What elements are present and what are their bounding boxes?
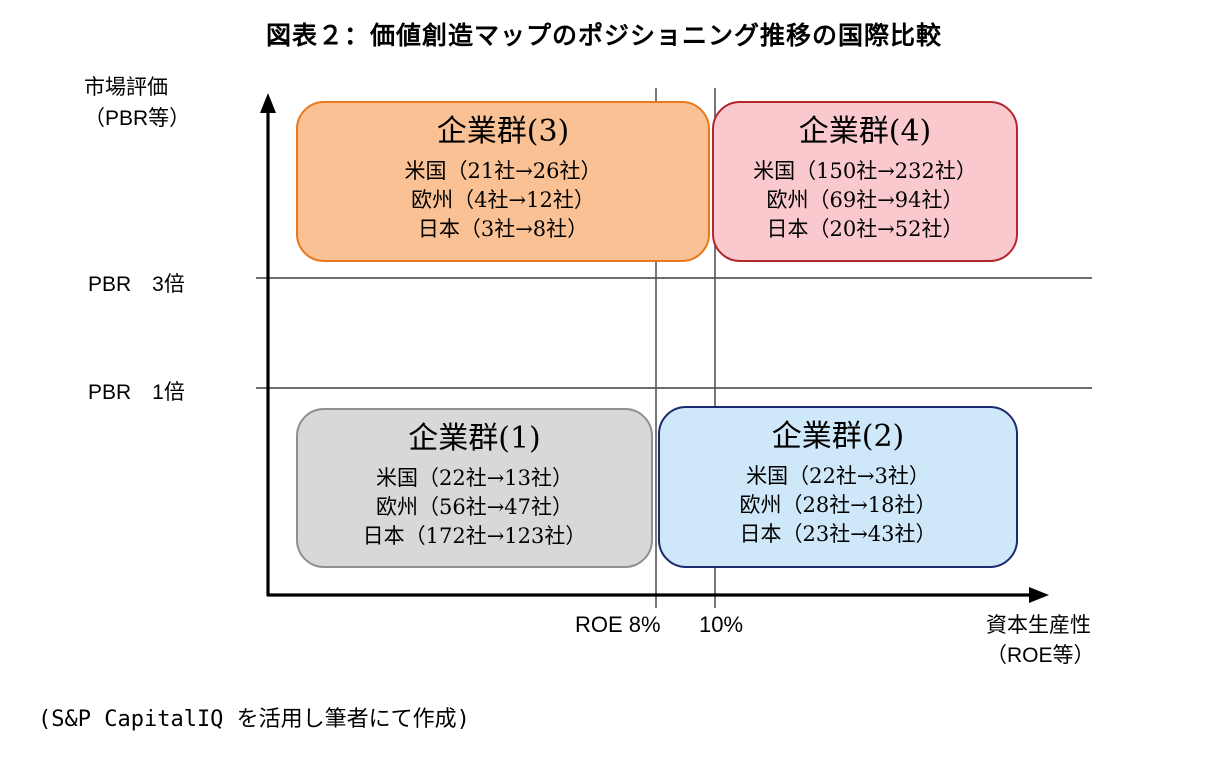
group-1-stats: 米国（22社→13社） 欧州（56社→47社） 日本（172社→123社） (363, 464, 587, 551)
group-3-title: 企業群(3) (436, 114, 570, 149)
group-1-japan: 日本（172社→123社） (362, 524, 587, 548)
x-axis-arrowhead (1029, 587, 1049, 603)
y-tick-pbr-3x: PBR 3倍 (88, 273, 185, 296)
group-2-title: 企業群(2) (771, 419, 905, 454)
group-1-europe: 欧州（56社→47社） (375, 495, 574, 519)
group-4-us: 米国（150社→232社） (753, 159, 977, 183)
group-2-stats: 米国（22社→3社） 欧州（28社→18社） 日本（23社→43社） (739, 462, 936, 549)
group-box-1: 企業群(1) 米国（22社→13社） 欧州（56社→47社） 日本（172社→1… (296, 408, 653, 568)
group-1-title: 企業群(1) (408, 421, 541, 456)
y-axis-label: 市場評価 （PBR等） (84, 72, 190, 134)
x-axis-label: 資本生産性 （ROE等） (986, 611, 1095, 671)
group-1-us: 米国（22社→13社） (375, 466, 574, 490)
group-box-4: 企業群(4) 米国（150社→232社） 欧州（69社→94社） 日本（20社→… (712, 101, 1018, 262)
group-3-stats: 米国（21社→26社） 欧州（4社→12社） 日本（3社→8社） (404, 157, 601, 244)
group-4-title: 企業群(4) (798, 114, 932, 149)
x-axis-label-line1: 資本生産性 (986, 614, 1091, 637)
group-3-us: 米国（21社→26社） (404, 159, 602, 183)
group-2-us: 米国（22社→3社） (746, 464, 930, 488)
y-axis-label-line2: （PBR等） (84, 107, 191, 130)
x-axis-label-line2: （ROE等） (986, 644, 1095, 667)
figure-title: 図表２：価値創造マップのポジショニング推移の国際比較 (265, 22, 942, 50)
source-note: (S&P CapitalIQ を活用し筆者にて作成) (38, 707, 470, 732)
y-axis-arrowhead (260, 93, 276, 113)
group-2-japan: 日本（23社→43社） (739, 522, 937, 546)
group-4-europe: 欧州（69社→94社） (766, 188, 964, 212)
group-2-europe: 欧州（28社→18社） (739, 493, 937, 517)
group-3-japan: 日本（3社→8社） (417, 217, 589, 241)
x-tick-roe-8pct: ROE 8% (575, 612, 661, 637)
x-tick-roe-10pct: 10% (699, 612, 744, 637)
y-axis-label-line1: 市場評価 (84, 76, 168, 99)
group-box-2: 企業群(2) 米国（22社→3社） 欧州（28社→18社） 日本（23社→43社… (658, 406, 1018, 568)
y-tick-pbr-1x: PBR 1倍 (88, 381, 185, 404)
group-3-europe: 欧州（4社→12社） (411, 188, 595, 212)
group-box-3: 企業群(3) 米国（21社→26社） 欧州（4社→12社） 日本（3社→8社） (296, 101, 710, 262)
group-4-japan: 日本（20社→52社） (766, 217, 964, 241)
group-4-stats: 米国（150社→232社） 欧州（69社→94社） 日本（20社→52社） (753, 157, 977, 244)
